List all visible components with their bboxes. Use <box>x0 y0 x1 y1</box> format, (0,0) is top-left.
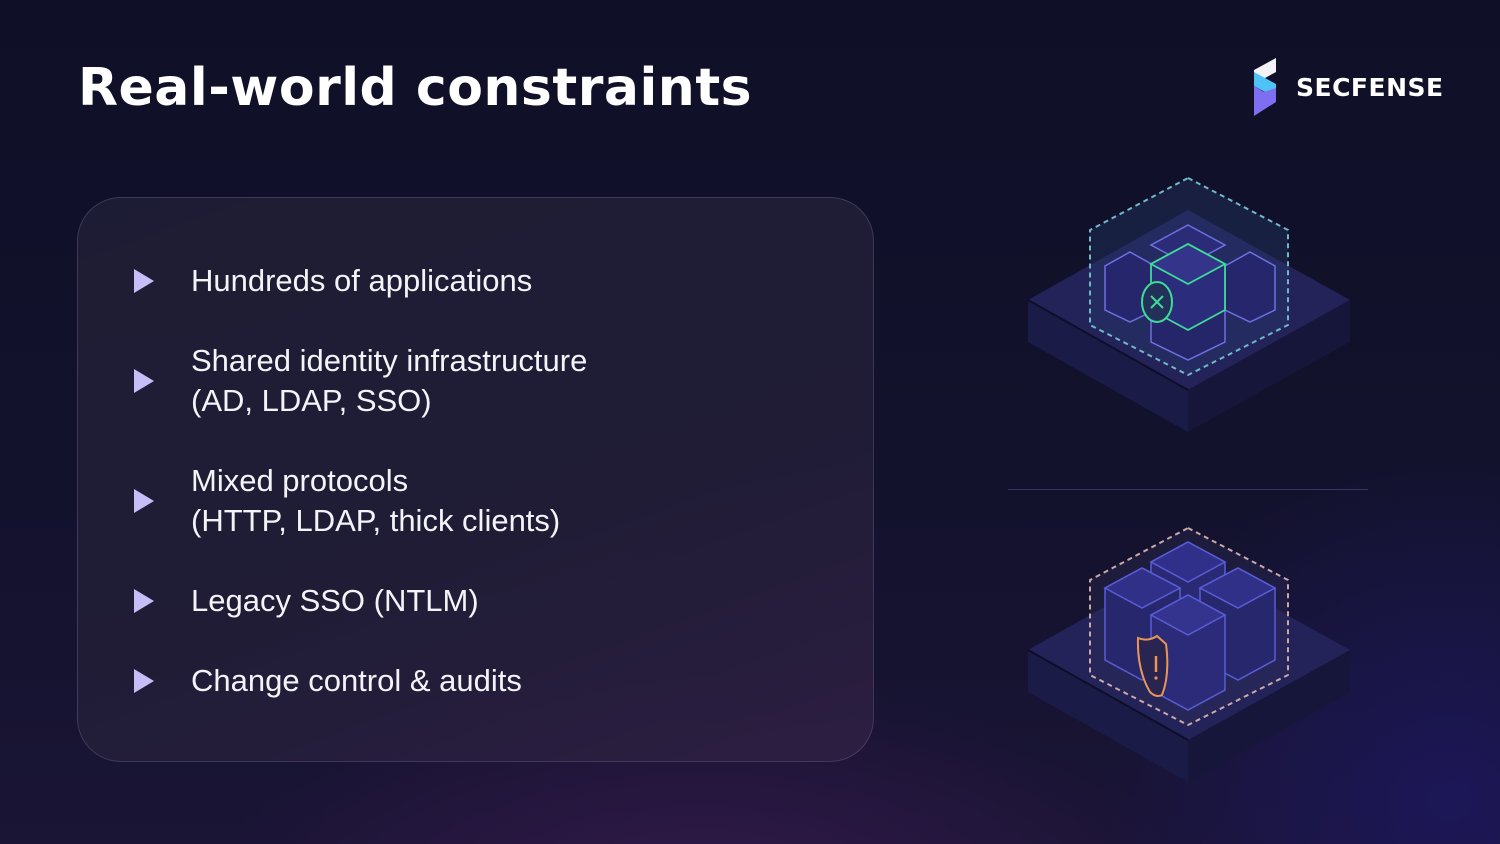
bullet-item: Hundreds of applications <box>134 261 532 301</box>
brand-name: SECFENSE <box>1296 72 1444 102</box>
bullet-text: Shared identity infrastructure (AD, LDAP… <box>191 343 588 418</box>
at-risk-app-cluster-illustration <box>1027 527 1350 782</box>
triangle-bullet-icon <box>134 589 154 613</box>
slide-title: Real-world constraints <box>78 58 753 118</box>
secfense-logo-icon <box>1254 58 1276 116</box>
triangle-bullet-icon <box>134 489 154 513</box>
triangle-bullet-icon <box>134 669 154 693</box>
bullet-text: Mixed protocols (HTTP, LDAP, thick clien… <box>191 463 561 538</box>
shield-warning-icon <box>1136 634 1169 697</box>
bullet-item: Shared identity infrastructure (AD, LDAP… <box>134 341 587 421</box>
bullet-text: Change control & audits <box>191 663 522 698</box>
triangle-bullet-icon <box>134 269 154 293</box>
secfense-logo: SECFENSE <box>1250 58 1444 116</box>
protected-app-cluster-illustration <box>1027 177 1350 432</box>
bullet-item: Legacy SSO (NTLM) <box>134 581 479 621</box>
bullet-item: Mixed protocols (HTTP, LDAP, thick clien… <box>134 461 560 541</box>
section-divider <box>1008 489 1368 490</box>
bullet-item: Change control & audits <box>134 661 522 701</box>
constraints-card: Hundreds of applications Shared identity… <box>77 197 874 762</box>
bullet-text: Hundreds of applications <box>191 263 533 298</box>
triangle-bullet-icon <box>134 369 154 393</box>
bullet-text: Legacy SSO (NTLM) <box>191 583 479 618</box>
